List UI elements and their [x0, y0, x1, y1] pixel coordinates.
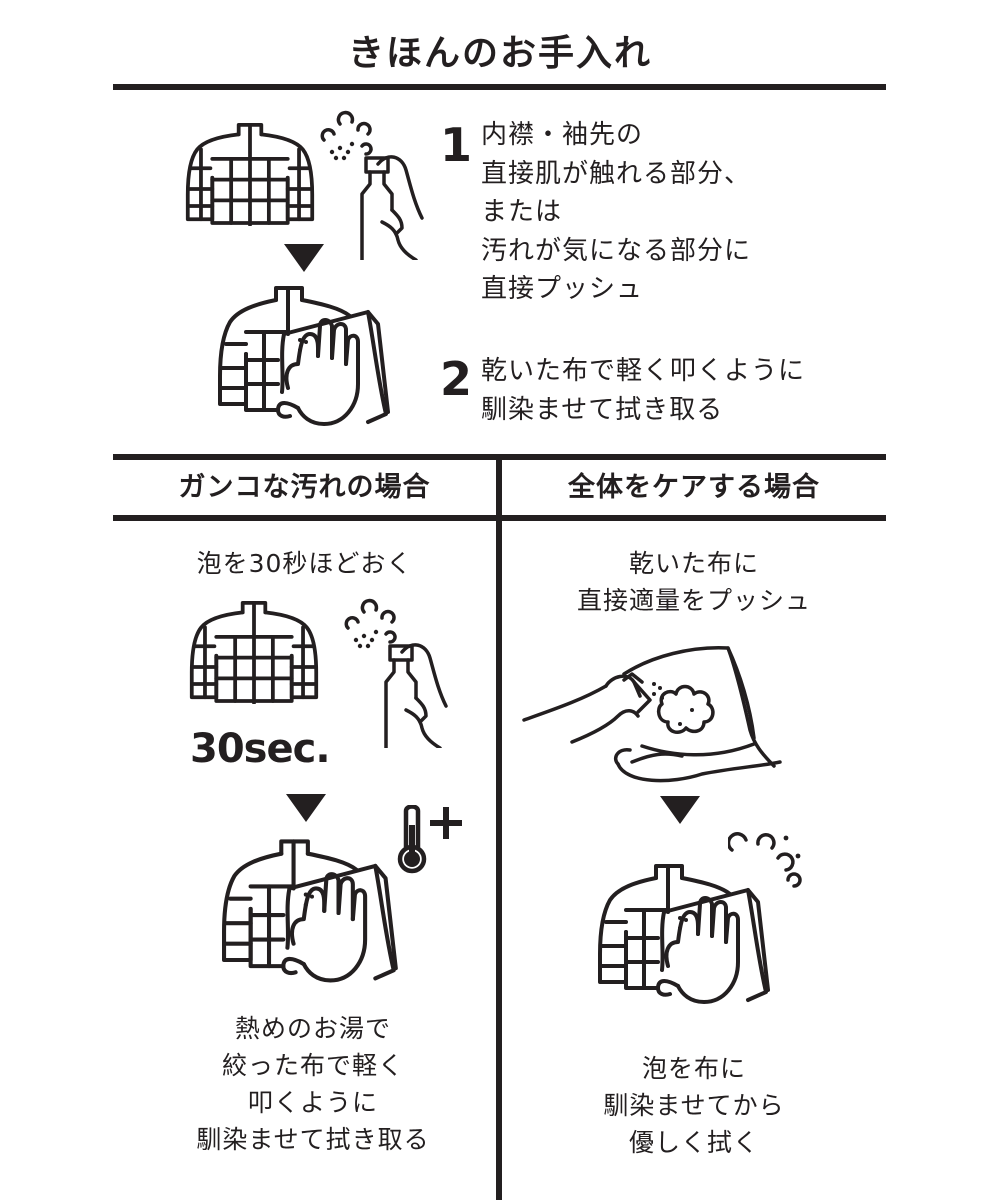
- step-1-line: 内襟・袖先の: [481, 120, 644, 150]
- overall-care-heading: 全体をケアする場合: [568, 472, 820, 503]
- down-arrow-icon: [284, 244, 324, 272]
- jacket-icon: [188, 598, 320, 704]
- step-1-line: または: [481, 197, 563, 227]
- jacket-wiping-icon: [598, 862, 778, 1012]
- step-1-line: 直接肌が触れる部分、: [481, 158, 752, 189]
- step-1-number: 1: [440, 118, 473, 172]
- step-2-text: 乾いた布で軽く叩くように 馴染ませて拭き取る: [481, 352, 805, 429]
- overall-step-b: 泡を布に 馴染ませてから 優しく拭く: [603, 1054, 785, 1157]
- step-2-line: 乾いた布で軽く叩くように: [481, 356, 806, 386]
- step-1-line: 汚れが気になる部分に: [481, 235, 752, 266]
- spray-bottle-icon: [306, 110, 426, 260]
- column-divider: [496, 454, 502, 1200]
- stubborn-step-b: 熱めのお湯で 絞った布で軽く 叩くように 馴染ませて拭き取る: [196, 1014, 430, 1154]
- page-title: きほんのお手入れ: [347, 33, 652, 74]
- jacket-wiping-icon: [218, 284, 398, 434]
- step-2-line: 馴染ませて拭き取る: [481, 394, 724, 425]
- jacket-icon: [184, 120, 316, 226]
- step-1-text: 内襟・袖先の 直接肌が触れる部分、 または 汚れが気になる部分に 直接プッシュ: [481, 116, 751, 309]
- down-arrow-icon: [286, 794, 326, 822]
- stubborn-step-a: 泡を30秒ほどおく: [196, 549, 413, 578]
- thermometer-plus-icon: [396, 805, 466, 875]
- cloth-spray-icon: [522, 634, 782, 784]
- stubborn-stain-heading: ガンコな汚れの場合: [178, 472, 431, 503]
- jacket-wiping-icon: [222, 836, 406, 992]
- title-divider: [113, 84, 886, 90]
- overall-step-a: 乾いた布に 直接適量をプッシュ: [576, 549, 811, 615]
- timer-label: 30sec.: [190, 726, 331, 772]
- step-1-line: 直接プッシュ: [481, 274, 644, 304]
- down-arrow-icon: [660, 796, 700, 824]
- step-2-number: 2: [440, 352, 473, 406]
- spray-bottle-icon: [330, 598, 450, 748]
